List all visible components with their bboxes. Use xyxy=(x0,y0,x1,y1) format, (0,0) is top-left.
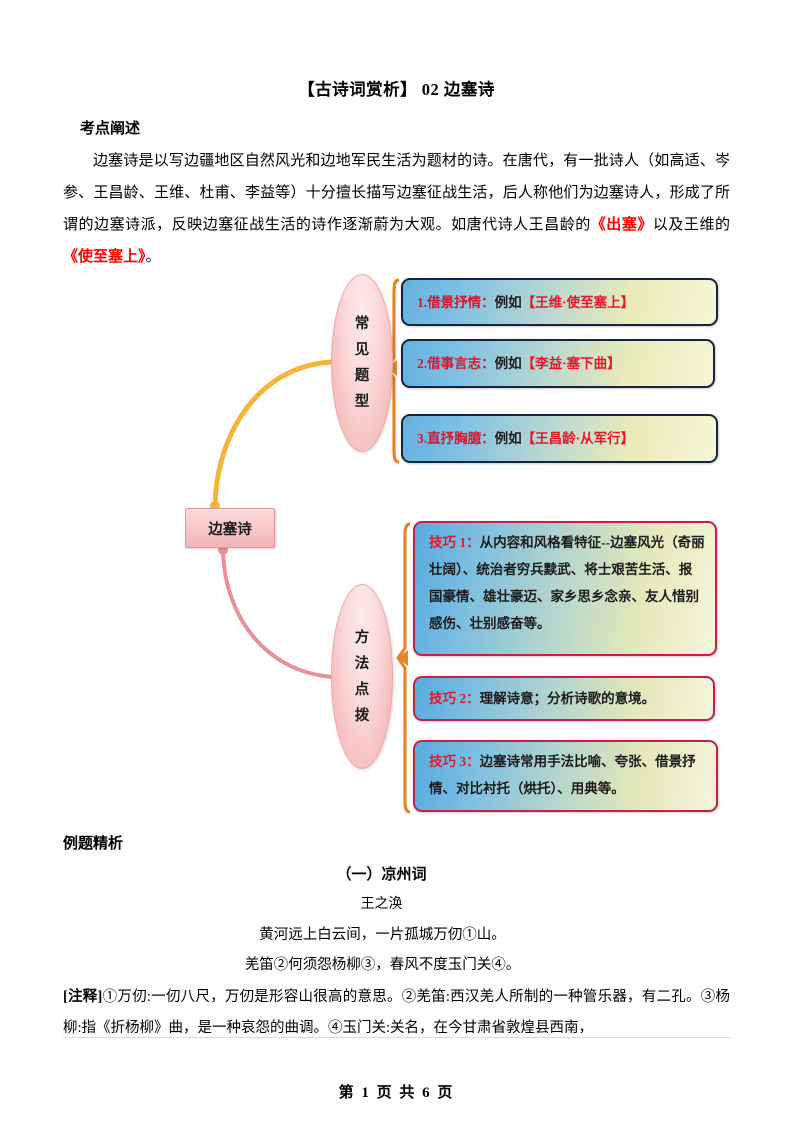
intro-text-3: 。 xyxy=(145,249,161,266)
intro-text-1: 边塞诗是以写边疆地区自然风光和边地军民生活为题材的诗。在唐代，有一批诗人（如高适… xyxy=(63,153,730,234)
brace-bottom xyxy=(396,522,411,814)
qtype-3-middle: 例如 xyxy=(494,431,522,446)
ellipse-bottom-char-1: 方 xyxy=(354,629,370,646)
poem-line-2: 羌笛②何须怨杨柳③，春风不度玉门关④。 xyxy=(244,957,521,973)
technique-3-text: 边塞诗常用手法比喻、夸张、借景抒情、对比衬托（烘托）、用典等。 xyxy=(429,754,696,796)
poem-title: （一）凉州词 xyxy=(336,867,427,883)
node-question-type-1[interactable]: 1.借景抒情：例如【王维·使至塞上】 xyxy=(401,278,718,326)
diagram-connectors xyxy=(210,278,411,814)
connector-top-curve xyxy=(212,359,334,511)
node-center-biansaishi[interactable]: 边塞诗 xyxy=(185,508,275,548)
technique-1-tag: 技巧 1： xyxy=(429,535,480,550)
footer-page-number: 第 1 页 共 6 页 xyxy=(338,1085,455,1101)
ellipse-top-char-4: 型 xyxy=(354,394,370,410)
qtype-2-prefix: 2.借事言志： xyxy=(417,356,495,371)
technique-1-text: 从内容和风格看特征--边塞风光（奇丽壮阔）、统治者穷兵黩武、将士艰苦生活、报国豪… xyxy=(429,535,705,631)
ellipse-bottom-char-4: 拨 xyxy=(354,707,370,724)
node-technique-2[interactable]: 技巧 2：理解诗意；分析诗歌的意境。 xyxy=(413,676,715,721)
qtype-1-middle: 例如 xyxy=(494,294,522,310)
page-title: 【古诗词赏析】 02 边塞诗 xyxy=(298,80,495,99)
ellipse-bottom-char-3: 点 xyxy=(354,681,370,698)
connector-bottom-curve xyxy=(221,546,335,679)
qtype-2-middle: 例如 xyxy=(494,356,522,371)
intro-poem-ref-1: 《出塞》 xyxy=(590,217,653,234)
node-technique-1[interactable]: 技巧 1：从内容和风格看特征--边塞风光（奇丽壮阔）、统治者穷兵黩武、将士艰苦生… xyxy=(413,521,717,656)
notes-body: ①万仞:一仞八尺，万仞是形容山很高的意思。②羌笛:西汉羌人所制的一种管乐器，有二… xyxy=(63,989,730,1036)
qtype-3-example: 【王昌龄·从军行】 xyxy=(521,431,635,446)
document-body: 【古诗词赏析】 02 边塞诗 考点阐述 边塞诗是以写边疆地区自然风光和边地军民生… xyxy=(63,0,730,273)
section-heading-liti: 例题精析 xyxy=(63,836,124,852)
example-analysis-section: 例题精析 （一）凉州词 王之涣 黄河远上白云间，一片孤城万仞①山。 羌笛②何须怨… xyxy=(63,826,730,1044)
technique-2-tag: 技巧 2： xyxy=(429,691,480,706)
node-branch-method-tips[interactable]: 方 法 点 拨 xyxy=(331,584,393,769)
intro-poem-ref-2: 《使至塞上》 xyxy=(63,249,146,266)
poem-author: 王之涣 xyxy=(360,897,403,912)
technique-2-text: 理解诗意；分析诗歌的意境。 xyxy=(479,691,656,706)
footer-divider xyxy=(63,1037,730,1038)
intro-text-2: 以及王维的 xyxy=(652,217,730,234)
node-branch-common-question-types[interactable]: 常 见 题 型 xyxy=(331,274,393,452)
qtype-1-prefix: 1.借景抒情： xyxy=(417,294,495,310)
mindmap-diagram: 边塞诗 常 见 题 型 方 法 点 拨 1.借景抒情：例如【王维·使至塞上】 2… xyxy=(63,272,730,817)
brace-bottom-arrow xyxy=(398,650,408,666)
intro-paragraph: 边塞诗是以写边疆地区自然风光和边地军民生活为题材的诗。在唐代，有一批诗人（如高适… xyxy=(63,145,730,273)
qtype-3-prefix: 3.直抒胸臆： xyxy=(417,431,495,446)
node-question-type-2[interactable]: 2.借事言志：例如【李益·塞下曲】 xyxy=(401,339,715,388)
poem-notes: [注释]①万仞:一仞八尺，万仞是形容山很高的意思。②羌笛:西汉羌人所制的一种管乐… xyxy=(63,982,730,1044)
ellipse-top-char-3: 题 xyxy=(354,368,370,384)
qtype-2-example: 【李益·塞下曲】 xyxy=(521,356,621,371)
node-question-type-3[interactable]: 3.直抒胸臆：例如【王昌龄·从军行】 xyxy=(401,414,718,463)
section-heading-kaodian: 考点阐述 xyxy=(80,121,141,138)
qtype-1-example: 【王维·使至塞上】 xyxy=(521,294,635,310)
ellipse-bottom-char-2: 法 xyxy=(354,655,370,672)
poem-line-1: 黄河远上白云间，一片孤城万仞①山。 xyxy=(259,927,506,943)
technique-3-tag: 技巧 3： xyxy=(429,754,480,769)
notes-label: [注释] xyxy=(63,989,103,1005)
ellipse-top-char-2: 见 xyxy=(354,342,370,358)
node-technique-3[interactable]: 技巧 3：边塞诗常用手法比喻、夸张、借景抒情、对比衬托（烘托）、用典等。 xyxy=(413,740,718,812)
ellipse-top-char-1: 常 xyxy=(354,316,370,332)
